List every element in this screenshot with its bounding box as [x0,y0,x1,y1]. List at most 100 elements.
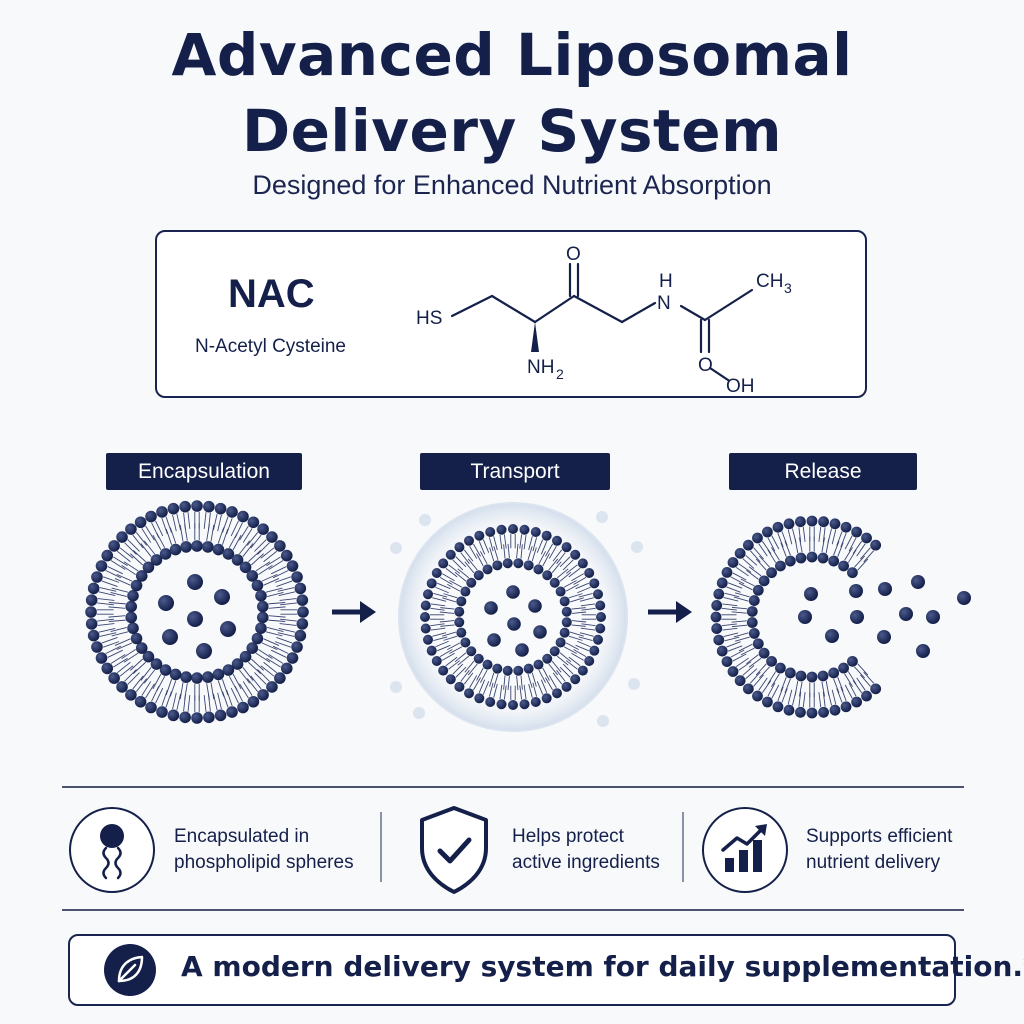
footer-box [68,934,956,1006]
divider-bottom [62,909,964,911]
lipid-head [542,653,553,664]
lipid-head [237,510,249,523]
lipid-head [541,530,552,541]
nutrient-particle [515,643,529,657]
lipid-tail [469,675,481,691]
lipid-tail [261,638,280,651]
lipid-tail [563,642,579,654]
lipid-head [533,564,544,575]
lipid-tail [777,531,788,548]
bond-c2-c3 [533,294,576,324]
stage-label-transport: Transport [420,453,610,490]
lipid-head [713,588,725,600]
lipid-tail [809,526,815,542]
nutrient-particle [220,621,236,637]
lipid-tail [519,684,527,700]
lipid-head [589,578,600,589]
lipid-head [134,695,147,708]
lipid-head [257,689,269,701]
lipid-head [838,662,849,674]
lipid-head [135,642,148,654]
nutrient-particle [850,610,864,624]
lipid-head [555,586,566,597]
lipid-head [169,668,182,681]
lipid-head [222,664,235,676]
lipid-tail [98,587,117,597]
lipid-head [485,526,496,537]
nutrient-particle [804,587,818,601]
lipid-head [95,652,108,664]
lipid-tail [260,661,277,677]
lipid-head [817,670,829,682]
lipid-tail [578,632,594,642]
lipid-tail [735,657,752,671]
lipid-tail [121,561,139,575]
lipid-head [214,502,227,515]
nutrient-particle [877,630,891,644]
lipid-tail [114,638,133,651]
nac-structural-formula: HS O H N CH 3 NH 2 O OH [416,244,792,397]
lipid-tail [489,546,499,562]
lipid-tail [228,673,242,692]
lipid-head [817,552,829,564]
lipid-head [758,575,770,587]
lipid-tail [794,680,803,697]
lipid-tail [439,620,455,627]
lipid-tail [488,536,498,552]
lipid-tail [538,667,550,683]
lipid-head [231,554,244,566]
bond-c3-c4 [572,294,624,324]
lipid-tail [528,682,538,698]
lipid-tail [442,631,458,641]
lipid-head [87,629,100,642]
lipid-head [806,707,818,719]
lipid-tail [254,539,270,555]
lipid-tail [212,513,222,532]
lipid-head [492,663,503,674]
lipid-tail [140,667,155,684]
lipid-head [454,681,465,692]
feature-1-text: Encapsulated in phospholipid spheres [174,824,354,876]
lipid-head [280,662,293,675]
lipid-head [231,658,244,670]
lipid-tail [798,526,806,543]
lipid-head [202,671,214,683]
stage-label-release: Release [729,453,917,490]
lipid-head [570,549,581,560]
leaf-icon [104,944,156,996]
feature-2-line-2: active ingredients [512,852,660,873]
lipid-head [502,665,513,676]
lipid-head [784,667,796,679]
lipid-head [116,531,128,543]
lipid-tail [844,535,857,552]
nutrient-particle [487,633,501,647]
lipid-head [559,627,570,638]
divider-top [62,786,964,788]
lipid-head [150,554,163,566]
lipid-head [256,611,269,624]
lipid-head [127,622,139,635]
lipid-head [851,696,863,708]
lipid-tail [261,573,280,586]
lipid-tail [723,592,740,602]
lipid-head [795,516,806,528]
lipid-tail [581,614,596,620]
lipid-head [296,594,309,606]
lipid-head [530,697,541,708]
lipid-head [570,674,581,685]
lipid-tail [809,692,815,708]
lipid-head [775,560,786,572]
atom-n: N [657,293,671,314]
lipid-tail [445,564,461,578]
lipid-tail [183,512,191,530]
lipid-tail [172,692,182,711]
lipid-head [772,701,784,713]
lipid-tail [203,694,211,712]
lipid-tail [130,550,146,566]
lipid-head [766,655,777,667]
lipid-head [482,564,493,575]
lipid-head [246,642,259,654]
lipid-tail [731,606,748,614]
lipid-head [431,656,442,666]
atom-h: H [659,271,673,292]
